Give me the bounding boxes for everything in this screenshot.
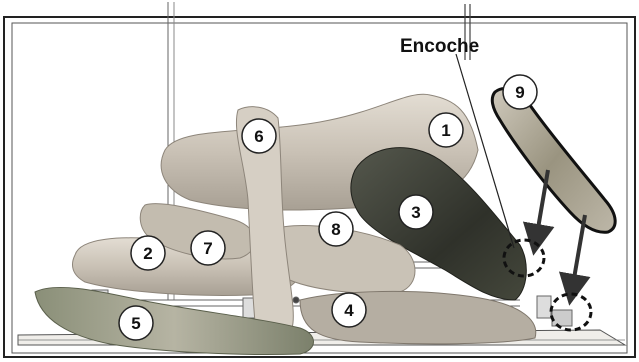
callout-4: 4 (332, 293, 366, 327)
callout-5-label: 5 (131, 314, 140, 333)
callout-1-label: 1 (441, 121, 450, 140)
callout-8: 8 (319, 212, 353, 246)
callout-1: 1 (429, 113, 463, 147)
log-9-shape (492, 89, 615, 233)
callout-2: 2 (131, 236, 165, 270)
callout-8-label: 8 (331, 220, 340, 239)
callout-6-label: 6 (254, 127, 263, 146)
callout-2-label: 2 (143, 244, 152, 263)
callout-7-label: 7 (203, 239, 212, 258)
callout-5: 5 (119, 306, 153, 340)
callout-7: 7 (191, 231, 225, 265)
callout-3: 3 (399, 195, 433, 229)
callout-3-label: 3 (411, 203, 420, 222)
callout-9: 9 (503, 75, 537, 109)
callout-6: 6 (242, 119, 276, 153)
callout-9-label: 9 (515, 83, 524, 102)
notch-label: Encoche (400, 36, 479, 57)
arrow-to-notch-2 (572, 215, 585, 290)
callout-4-label: 4 (344, 301, 354, 320)
